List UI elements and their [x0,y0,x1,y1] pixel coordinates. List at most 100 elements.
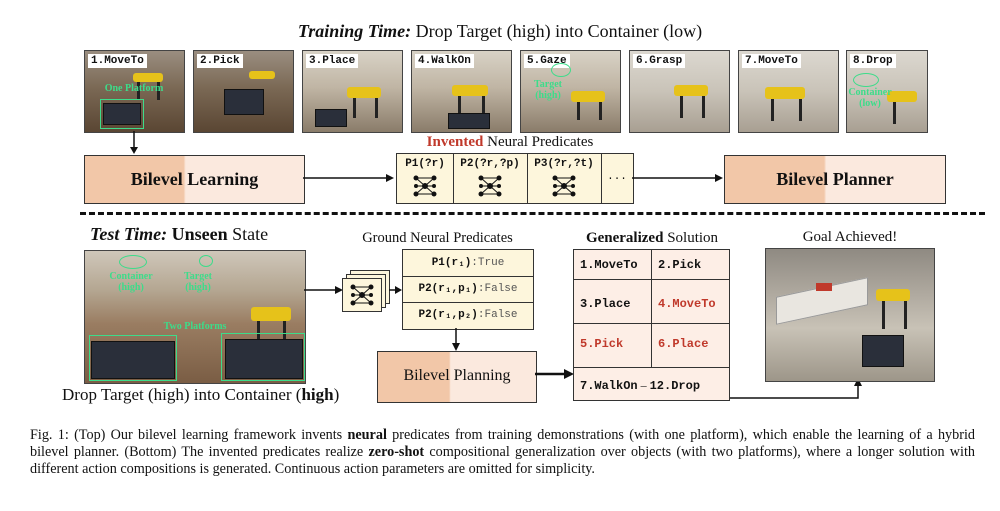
test-heading: Test Time: Unseen State [90,224,268,245]
one-platform-annotation: One Platform [104,83,164,94]
caption-bold: zero-shot [368,444,425,460]
step-photo-5: 5.Gaze Target (high) [520,50,621,133]
arrow-icon [304,286,343,294]
step-photo-2: 2.Pick [193,50,294,133]
neural-net-icon [552,175,576,197]
goal-photo [765,248,935,382]
caption-part: predicates from training demonstrations … [30,427,975,460]
caption-bold: neural [347,427,387,443]
neural-net-stack [342,270,390,312]
caption-pre: Drop Target (high) into Container ( [62,385,302,404]
ground-predicate-key: P2(r₁,p₁) [418,283,478,295]
ground-predicate-row: P1(r₁):True [403,250,533,277]
target-high-annotation: Target (high) [184,271,212,293]
neural-net-icon [413,175,437,197]
robot [133,73,163,82]
platform [225,339,303,379]
robot [674,85,708,96]
robot [765,87,805,99]
solution-step: 2.Pick [651,249,730,280]
ground-predicate-value: :False [477,283,518,295]
caption-part: Fig. 1: (Top) Our bilevel learning frame… [30,427,348,443]
robot [571,91,605,102]
step-photo-6: 6.Grasp [629,50,730,133]
step-label: 1.MoveTo [88,54,147,68]
test-heading-bold: Unseen [167,224,228,244]
bilevel-planning-box: Bilevel Planning [377,351,537,403]
neural-net-icon [350,284,374,306]
arrow-icon [303,174,394,182]
solution-range-end: 12.Drop [649,379,701,393]
predicate-label: P3(?r,?t) [534,158,594,170]
predicate-cell: P2(?r,?p) [453,154,528,203]
caption-part: compositional generalization over object… [30,444,976,477]
target-object [816,283,832,291]
bilevel-planner-label: Bilevel Planner [776,169,894,189]
solution-step: 1.MoveTo [573,249,652,280]
step-photo-7: 7.MoveTo [738,50,839,133]
arrow-icon [452,328,460,351]
solution-range-start: 7.WalkOn [580,379,638,393]
goal-title: Goal Achieved! [802,229,898,245]
platform [315,109,347,127]
platform [224,89,264,115]
step-photo-1: 1.MoveTo One Platform [84,50,185,133]
predicate-label: P2(?r,?p) [460,158,520,170]
step-label: 7.MoveTo [742,54,801,68]
invented-predicates-box: P1(?r) P2(?r,?p) P3(?r,?t) [396,153,634,204]
step-photo-4: 4.WalkOn [411,50,512,133]
arrow-icon [632,174,723,182]
arrow-icon [535,369,574,379]
ground-predicate-value: :False [477,309,518,321]
ground-predicate-row: P2(r₁,p₁):False [403,276,533,303]
solution-step-range: 7.WalkOn–12.Drop [573,367,730,401]
predicate-label: P1(?r) [405,158,445,170]
step-label: 8.Drop [850,54,896,68]
caption-post: ) [333,385,340,404]
ground-predicates-box: P1(r₁):True P2(r₁,p₁):False P2(r₁,p₂):Fa… [402,249,534,330]
step-label: 6.Grasp [633,54,686,68]
step-label: 2.Pick [197,54,243,68]
solution-step-new: 4.MoveTo [651,279,730,324]
bilevel-learning-label: Bilevel Learning [130,169,259,189]
target-high-annotation: Target (high) [534,79,562,101]
arrow-icon [389,286,402,294]
container-low-annotation: Container (low) [848,87,892,109]
solution-title-bold: Generalized [585,230,664,246]
step-label: 3.Place [306,54,359,68]
ground-predicate-value: :True [471,257,505,269]
test-state-photo: Container (high) Target (high) Two Platf… [84,250,306,384]
step-photo-8: 8.Drop Container (low) [846,50,928,133]
predicate-cell: P1(?r) [397,154,454,203]
platform [91,341,175,379]
training-heading-rest: Drop Target (high) into Container (low) [411,21,703,41]
solution-range-dash: – [640,378,647,392]
step-label: 4.WalkOn [415,54,474,68]
bilevel-planner-box: Bilevel Planner [724,155,946,204]
platform [103,103,141,125]
solution-step: 3.Place [573,279,652,324]
robot [347,87,381,98]
solution-title-rest: Solution [663,230,719,246]
neural-net-icon [478,175,502,197]
solution-grid: 1.MoveTo 2.Pick 3.Place 4.MoveTo 5.Pick … [573,249,730,401]
invented-rest: Neural Predicates [483,134,594,150]
section-divider [80,212,985,215]
step-photo-3: 3.Place [302,50,403,133]
predicate-ellipsis: ... [601,154,633,203]
solution-step-new: 6.Place [651,323,730,368]
arrow-icon [130,131,138,154]
caption-bold: high [301,385,334,404]
robot [452,85,488,96]
robot [249,71,275,79]
test-heading-italic: Test Time: [90,224,168,244]
invented-predicates-title: Invented Neural Predicates [395,134,625,151]
robot [876,289,910,301]
training-heading-bold: Training Time: [297,21,412,41]
robot [251,307,291,321]
platform [448,113,490,129]
predicate-cell: P3(?r,?t) [527,154,602,203]
ground-predicate-key: P2(r₁,p₂) [418,309,478,321]
bilevel-learning-box: Bilevel Learning [84,155,305,204]
two-platforms-annotation: Two Platforms [163,321,227,332]
